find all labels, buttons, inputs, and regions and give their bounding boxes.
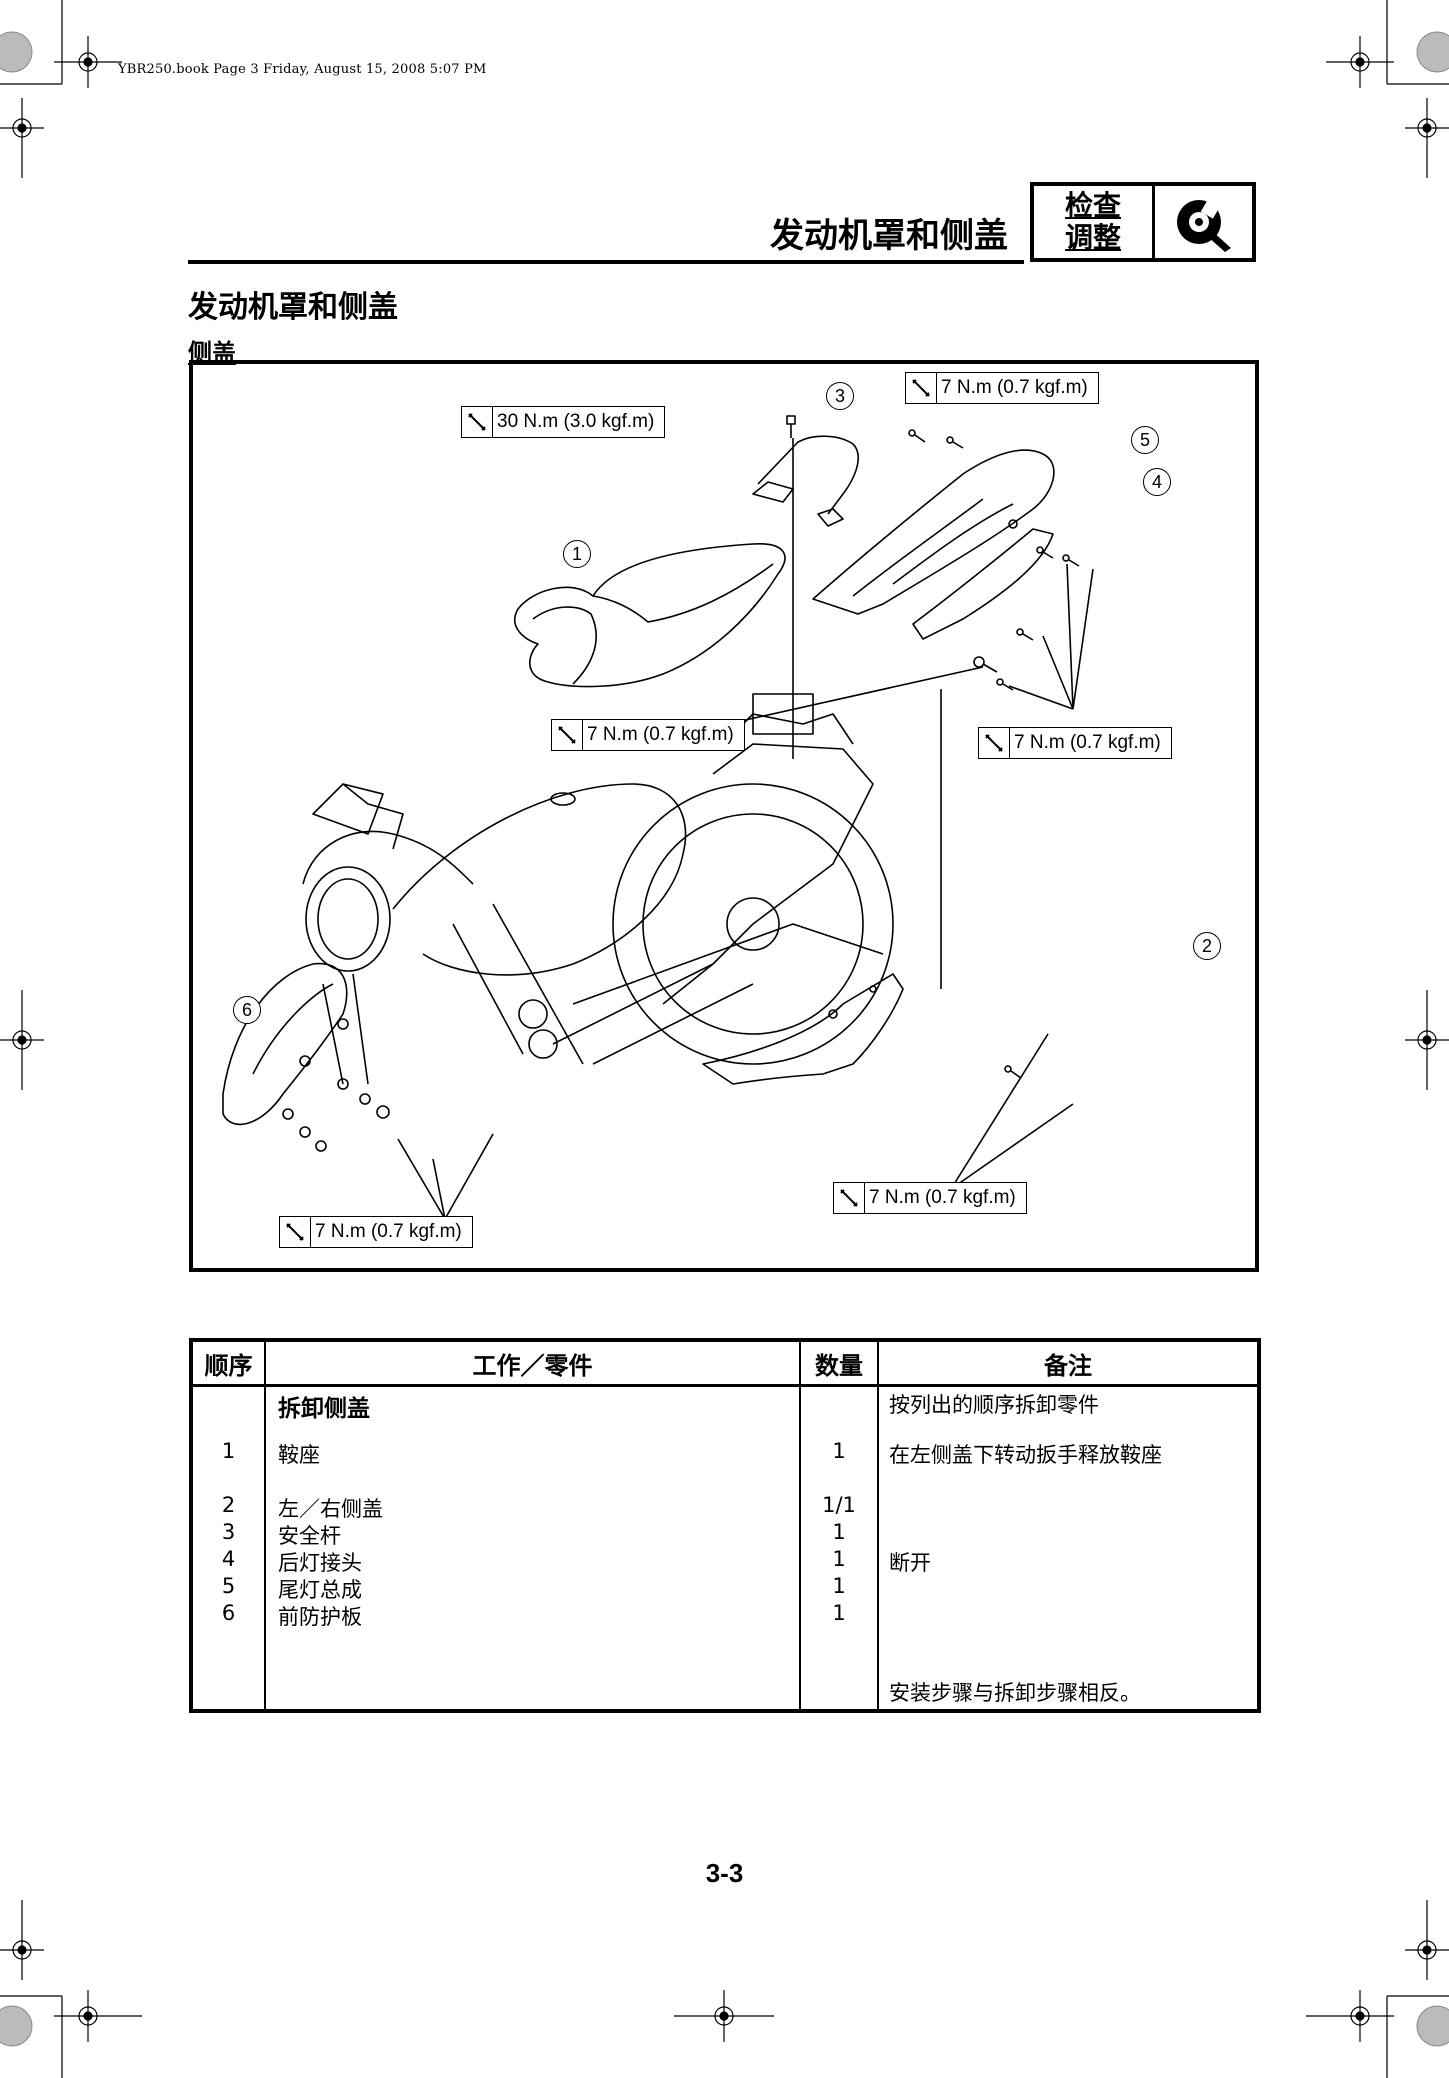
table-row-order: 4 bbox=[221, 1547, 236, 1571]
inspection-adjustment-icon bbox=[1155, 186, 1252, 258]
table-row-part: 前防护板 bbox=[278, 1605, 362, 1629]
table-row-qty: 1 bbox=[832, 1439, 846, 1463]
table-header-row: 顺序 工作／零件 数量 备注 bbox=[190, 1339, 1260, 1387]
callout-3: 3 bbox=[826, 382, 854, 410]
torque-wrench-icon bbox=[906, 373, 937, 403]
remarks-column: 按列出的顺序拆卸零件 在左侧盖下转动扳手释放鞍座 断开 安装步骤与拆卸步骤相反。 bbox=[879, 1387, 1257, 1709]
title-underline bbox=[188, 260, 1024, 264]
callout-4: 4 bbox=[1143, 468, 1171, 496]
table-row-order: 6 bbox=[221, 1601, 236, 1625]
torque-wrench-icon bbox=[979, 728, 1010, 758]
torque-label-tail-cowl: 7 N.m (0.7 kgf.m) bbox=[905, 372, 1099, 404]
torque-wrench-icon bbox=[462, 407, 493, 437]
torque-wrench-icon bbox=[280, 1217, 311, 1247]
page-number: 3-3 bbox=[705, 1858, 744, 1888]
table-row-qty: 1 bbox=[832, 1574, 846, 1598]
table-row-note: 在左侧盖下转动扳手释放鞍座 bbox=[889, 1443, 1162, 1467]
section-title: 发动机罩和侧盖 bbox=[188, 290, 398, 325]
callout-6: 6 bbox=[233, 996, 261, 1024]
chapter-badge-text: 检查 调整 bbox=[1034, 186, 1155, 258]
table-row-order: 3 bbox=[221, 1520, 236, 1544]
table-row-order: 5 bbox=[221, 1574, 236, 1598]
torque-label-taillight: 7 N.m (0.7 kgf.m) bbox=[978, 727, 1172, 759]
page-title: 发动机罩和侧盖 bbox=[770, 216, 1008, 256]
torque-wrench-icon bbox=[834, 1183, 865, 1213]
chapter-badge-line2: 调整 bbox=[1064, 221, 1121, 254]
chapter-badge-line1: 检查 bbox=[1064, 189, 1121, 222]
table-row-qty: 1 bbox=[832, 1601, 846, 1625]
table-row-part: 鞍座 bbox=[278, 1443, 320, 1467]
qty-column: 1 1/1 1 1 1 1 bbox=[801, 1387, 877, 1709]
exploded-diagram: 30 N.m (3.0 kgf.m) 7 N.m (0.7 kgf.m) 7 N… bbox=[189, 360, 1259, 1272]
table-row-note: 断开 bbox=[889, 1551, 931, 1575]
table-row-qty: 1 bbox=[832, 1547, 846, 1571]
job-part-column: 拆卸侧盖 鞍座 左／右侧盖 安全杆 后灯接头 尾灯总成 前防护板 bbox=[266, 1387, 799, 1709]
torque-label-front-fender: 7 N.m (0.7 kgf.m) bbox=[279, 1216, 473, 1248]
removal-steps-table: 顺序 工作／零件 数量 备注 1 2 3 4 5 6 拆卸侧盖 鞍座 bbox=[189, 1338, 1261, 1713]
table-body-row: 1 2 3 4 5 6 拆卸侧盖 鞍座 左／右侧盖 安全杆 后灯接头 尾灯总成 … bbox=[190, 1385, 1260, 1711]
footer-note: 安装步骤与拆卸步骤相反。 bbox=[889, 1681, 1141, 1705]
torque-label-side-cover-upper: 7 N.m (0.7 kgf.m) bbox=[551, 719, 745, 751]
callout-5: 5 bbox=[1131, 426, 1159, 454]
header-job-part: 工作／零件 bbox=[264, 1339, 801, 1387]
table-row-order: 2 bbox=[221, 1493, 236, 1517]
order-column: 1 2 3 4 5 6 bbox=[193, 1387, 264, 1709]
job-title: 拆卸侧盖 bbox=[278, 1396, 370, 1422]
side-cover-exploded-view bbox=[222, 415, 1094, 1220]
table-row-order: 1 bbox=[221, 1439, 236, 1463]
callout-1: 1 bbox=[563, 540, 591, 568]
chapter-badge: 检查 调整 bbox=[1030, 182, 1256, 262]
torque-wrench-icon bbox=[552, 720, 583, 750]
table-row-part: 安全杆 bbox=[278, 1524, 341, 1548]
table-row-part: 后灯接头 bbox=[278, 1551, 362, 1575]
table-row-qty: 1/1 bbox=[822, 1493, 856, 1517]
torque-label-grab-bar: 30 N.m (3.0 kgf.m) bbox=[461, 406, 666, 438]
table-row-part: 尾灯总成 bbox=[278, 1578, 362, 1602]
callout-2: 2 bbox=[1193, 932, 1221, 960]
job-note: 按列出的顺序拆卸零件 bbox=[889, 1393, 1099, 1417]
table-row-qty: 1 bbox=[832, 1520, 846, 1544]
header-order: 顺序 bbox=[190, 1339, 266, 1387]
torque-label-side-cover-lower: 7 N.m (0.7 kgf.m) bbox=[833, 1182, 1027, 1214]
header-remarks: 备注 bbox=[877, 1339, 1260, 1387]
table-row-part: 左／右侧盖 bbox=[278, 1497, 383, 1521]
book-file-info: YBR250.book Page 3 Friday, August 15, 20… bbox=[118, 62, 487, 77]
header-qty: 数量 bbox=[799, 1339, 879, 1387]
chapter-title-row: 发动机罩和侧盖 检查 调整 bbox=[188, 180, 1258, 264]
